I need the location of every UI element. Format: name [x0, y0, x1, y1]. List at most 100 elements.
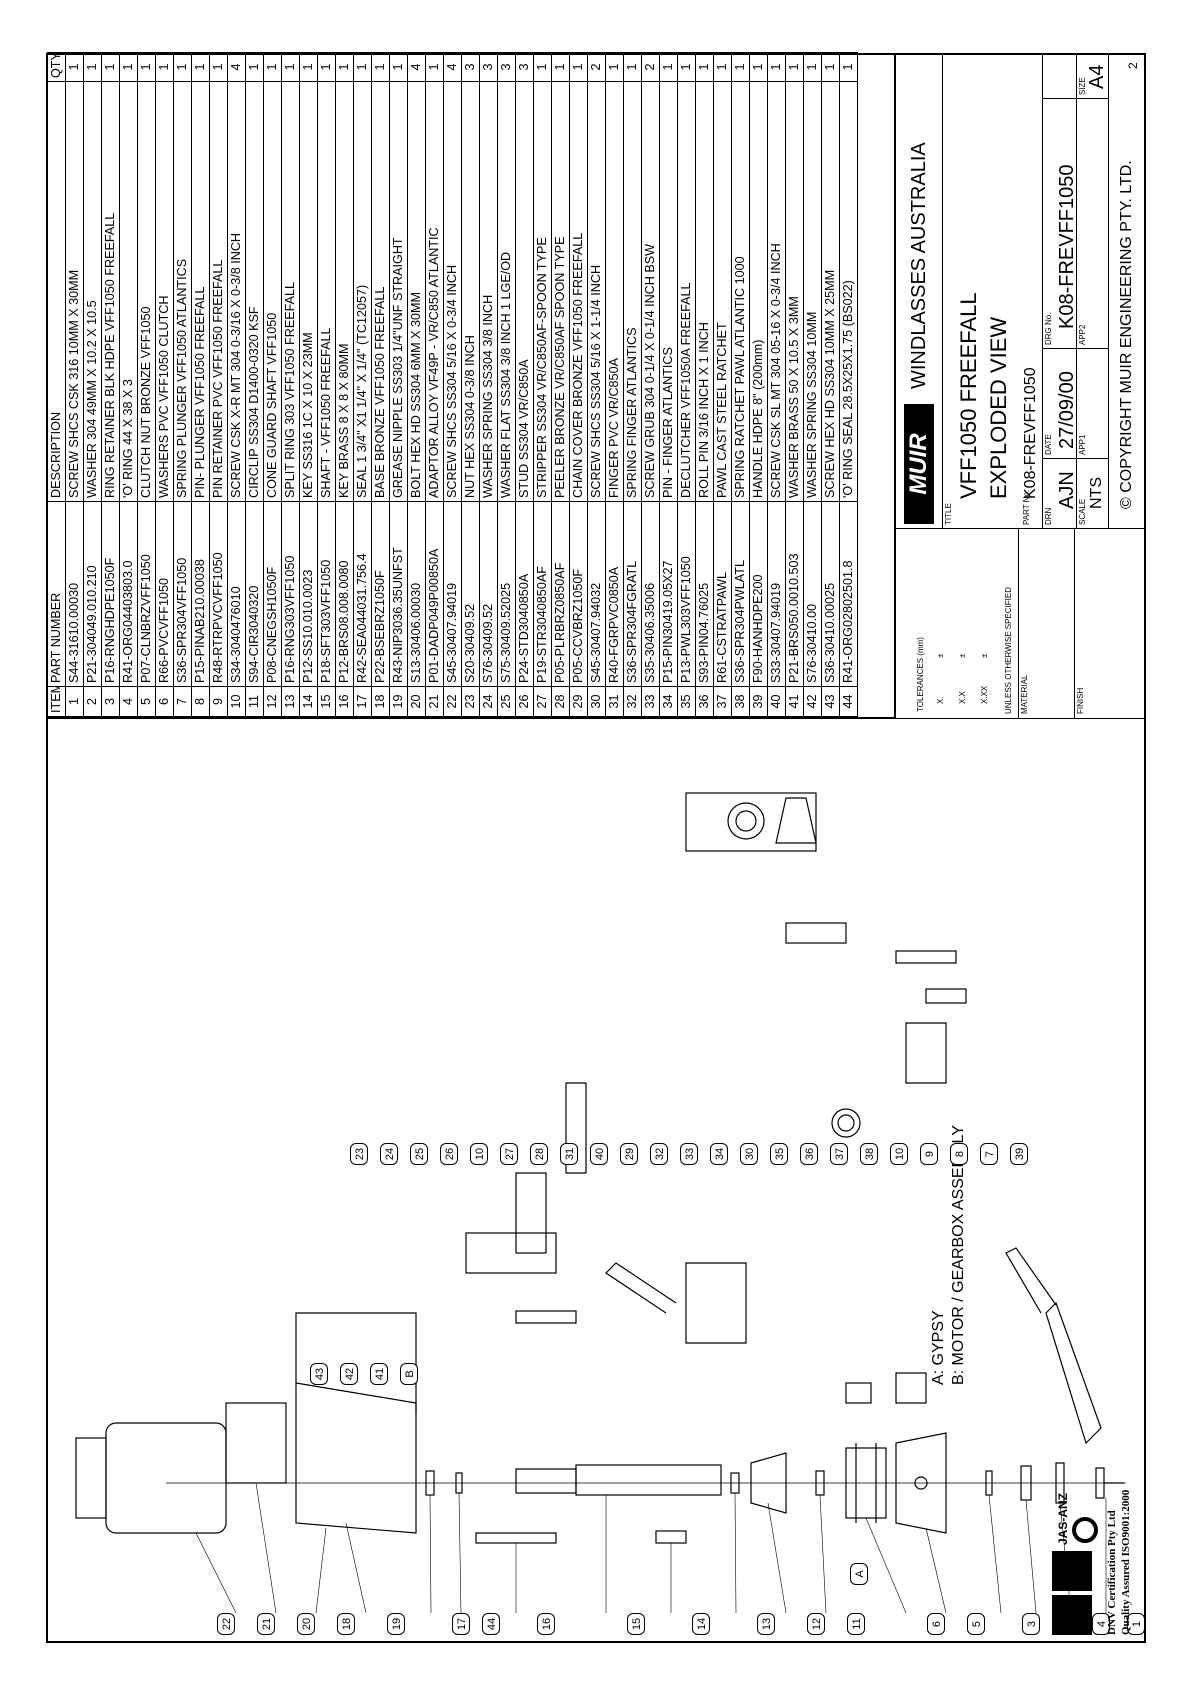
quantity: 1 [731, 52, 750, 82]
item-number: 24 [479, 686, 498, 717]
dnv-cert-line1: DNV Certification Pty Ltd [1106, 1510, 1118, 1635]
part-number: S93-PIN04.76025 [695, 501, 714, 687]
tol-xxx-pm: ± [980, 653, 989, 658]
part-number: P05-PLRBRZ0850AF [551, 501, 570, 687]
drg-label: DRG No. [1044, 312, 1053, 345]
part-number: P21-BRS050.0010.503 [785, 501, 804, 687]
part-number: R41-ORG04403803.0 [119, 501, 138, 687]
quantity: 1 [821, 52, 840, 82]
description: RING RETAINER BLK HDPE VFF1050 FREEFALL [101, 81, 120, 502]
callout-17: 17 [452, 1613, 470, 1635]
callout-39: 39 [1010, 1143, 1028, 1165]
quantity: 1 [335, 52, 354, 82]
scale-value: NTS [1088, 477, 1105, 509]
quantity: 4 [227, 52, 246, 82]
description: PIN RETAINER PVC VFF1050 FREEFALL [209, 81, 228, 502]
tol-xx: X.X [958, 691, 967, 704]
description: PEELER BRONZE VR/C850AF SPOON TYPE [551, 81, 570, 502]
part-number: S35-30406.35006 [641, 501, 660, 687]
item-number: 12 [263, 686, 282, 717]
callout-34: 34 [710, 1143, 728, 1165]
part-number: P08-CNEGSH1050F [263, 501, 282, 687]
base [295, 1382, 417, 1534]
callout-14: 14 [692, 1613, 710, 1635]
part-number: S36-30410.00025 [821, 501, 840, 687]
cone-guard [750, 1452, 787, 1514]
handle [1045, 1301, 1102, 1445]
callout-5: 5 [967, 1613, 985, 1635]
item-number: 13 [281, 686, 300, 717]
part-number: S20-30409.52 [461, 501, 480, 687]
item-number: 15 [317, 686, 336, 717]
description: WASHER BRASS 50 X 10.5 X 3MM [785, 81, 804, 502]
callout-18: 18 [337, 1613, 355, 1635]
callout-15: 15 [627, 1613, 645, 1635]
part-number: P16-RNG303VFF1050 [281, 501, 300, 687]
quantity: 1 [173, 52, 192, 82]
drn-label: DRN [1044, 507, 1053, 525]
description: DECLUTCHER VFF1050A FREEFALL [677, 81, 696, 502]
callout-43: 43 [310, 1363, 328, 1385]
item-number: 37 [713, 686, 732, 717]
callout-38: 38 [860, 1143, 878, 1165]
part-number: P21-304049.010.210 [83, 501, 102, 687]
shaft [575, 1464, 722, 1496]
callout-36: 36 [800, 1143, 818, 1165]
quantity: 1 [569, 52, 588, 82]
description: CONE GUARD SHAFT VFF1050 [263, 81, 282, 502]
col-item: ITEM [47, 686, 66, 717]
motor-gearbox [105, 1422, 227, 1534]
title-block: TOLERANCES (mm) X. ± X.X ± X.XX ± UNLESS… [896, 53, 1146, 719]
part-number: S76-30409.52 [479, 501, 498, 687]
col-part-number: PART NUMBER [47, 501, 66, 687]
description: HANDLE HDPE 8" (200mm) [749, 81, 768, 502]
part-number: R43-NIP3036.35UNFST [389, 501, 408, 687]
chain-cover [685, 1262, 747, 1344]
item-number: 25 [497, 686, 516, 717]
description: WASHER 304 49MM X 10.2 X 10.5 [83, 81, 102, 502]
callout-10b: 10 [470, 1143, 488, 1165]
quantity: 1 [209, 52, 228, 82]
muir-logo: MUIR [904, 404, 934, 524]
exploded-view [75, 792, 1126, 1614]
item-number: 7 [173, 686, 192, 717]
item-number: 18 [371, 686, 390, 717]
company-name: WINDLASSES AUSTRALIA [908, 142, 930, 389]
callout-10a: 10 [890, 1143, 908, 1165]
quantity: 3 [497, 52, 516, 82]
item-number: 27 [533, 686, 552, 717]
key-ss [655, 1530, 687, 1544]
description: SPLIT RING 303 VFF1050 FREEFALL [281, 81, 300, 502]
tol-xx-pm: ± [958, 653, 967, 658]
callout-37: 37 [830, 1143, 848, 1165]
part-number: S75-30409.52025 [497, 501, 516, 687]
jas-anz-label: JAS-ANZ [1056, 1492, 1070, 1545]
part-no: K08-FREVFF1050 [1022, 367, 1039, 499]
date-label: DATE [1044, 434, 1053, 455]
parts-header-row: ITEM PART NUMBER DESCRIPTION QTY [47, 52, 66, 717]
note-gypsy: A: GYPSY [930, 1310, 947, 1385]
quantity: 1 [263, 52, 282, 82]
part-number: P16-RNGHDPE1050F [101, 501, 120, 687]
part-number: P24-STD3040850A [515, 501, 534, 687]
description: 'O' RING SEAL 28.5X25X1.75 (BS022) [839, 81, 858, 502]
callout-11: 11 [847, 1613, 865, 1635]
description: NUT HEX SS304 0-3/8 INCH [461, 81, 480, 502]
part-number: S36-SPR304PWLATL [731, 501, 750, 687]
